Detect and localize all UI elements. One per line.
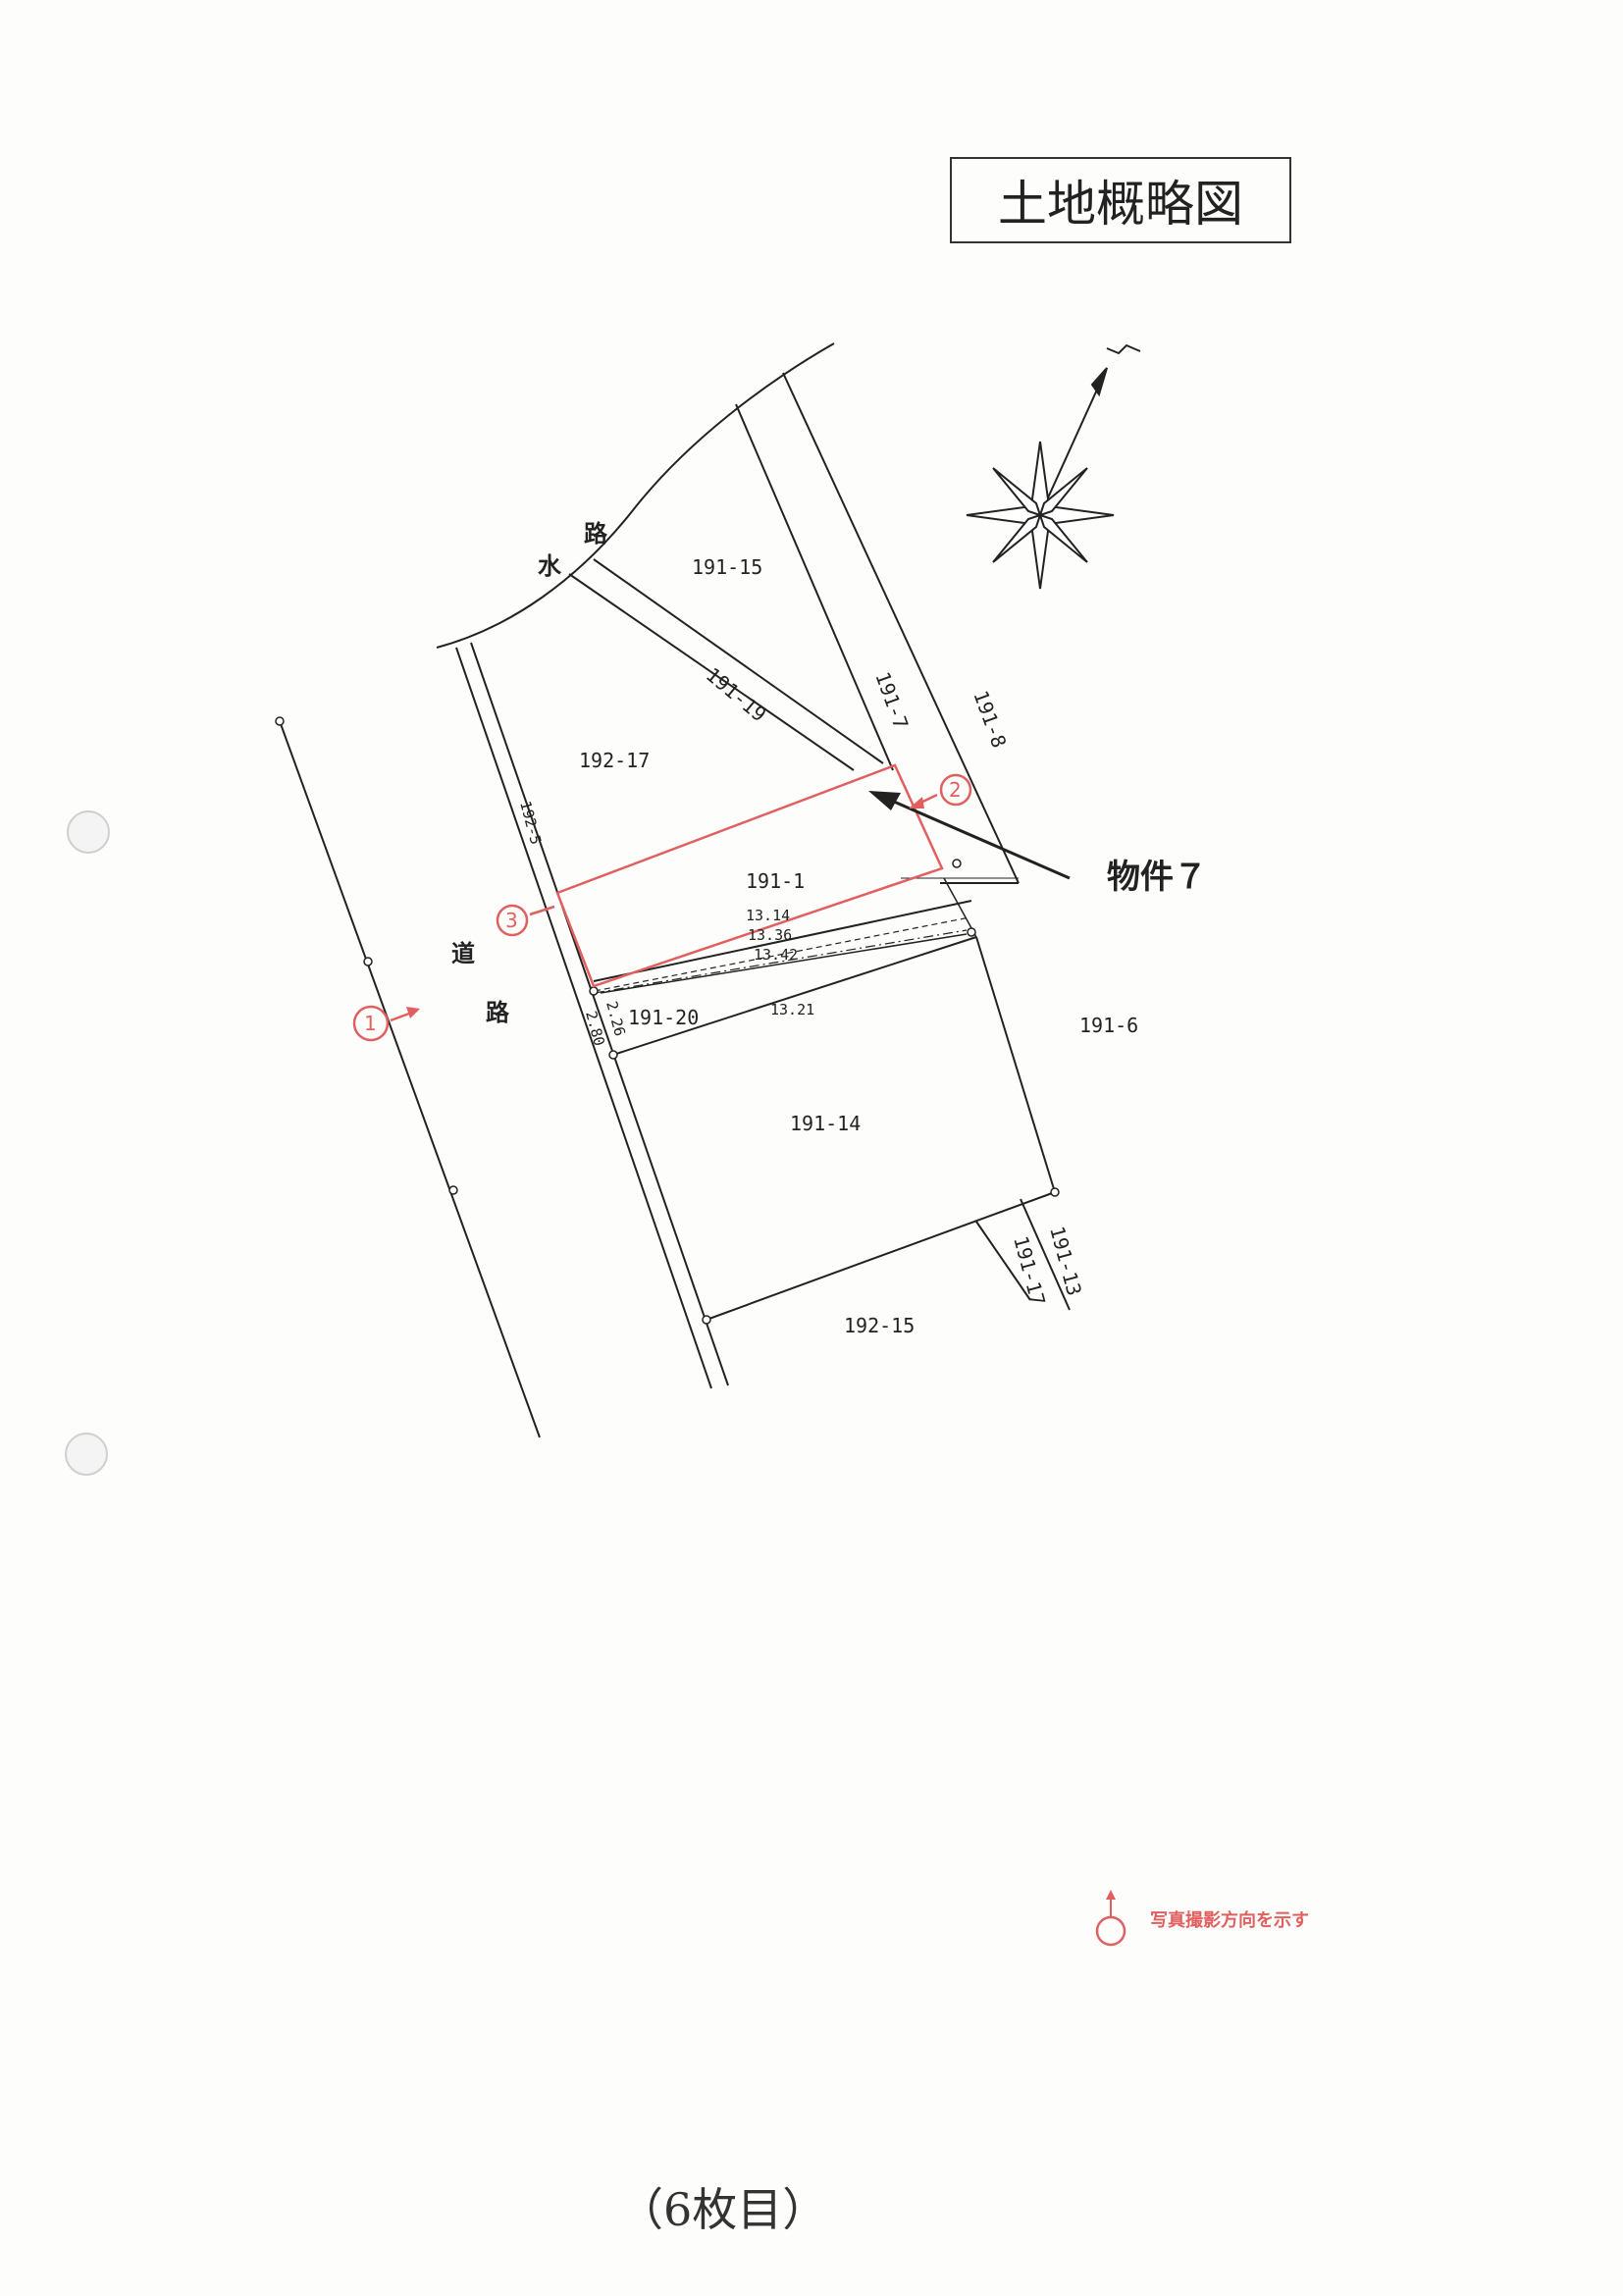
- road-edge-near-2: [470, 642, 729, 1386]
- parcel-192-15: 192-15: [844, 1314, 915, 1337]
- measure-13-36: 13.36: [748, 926, 792, 944]
- parcel-191-13: 191-13: [1045, 1224, 1086, 1298]
- property-label: 物件７: [1107, 858, 1207, 897]
- measure-13-21: 13.21: [770, 1001, 814, 1018]
- parcel-192-17: 192-17: [579, 749, 650, 772]
- parcel-191-1: 191-1: [746, 869, 805, 893]
- parcel-191-14: 191-14: [790, 1112, 861, 1135]
- parcel-191-15: 191-15: [692, 555, 762, 579]
- measure-2-80: 2.80: [582, 1009, 608, 1048]
- parcel-191-20: 191-20: [628, 1006, 699, 1029]
- property-outline: [555, 763, 944, 988]
- road-edge-far: [279, 720, 541, 1438]
- road-edge-near-1: [455, 647, 712, 1389]
- compass-icon: [966, 343, 1141, 590]
- photo-direction-legend-icon: [1095, 1890, 1126, 1947]
- waterway-line: [436, 342, 835, 649]
- parcel-191-7: 191-7: [870, 669, 913, 733]
- photo-direction-legend-text: 写真撮影方向を示す: [1150, 1910, 1309, 1931]
- parcel-192-5: 192-5: [516, 799, 545, 846]
- photo-marker-2: 2: [909, 773, 972, 809]
- photo-marker-3: 3: [496, 904, 555, 937]
- punch-hole-bottom: [65, 1433, 108, 1476]
- parcel-191-19: 191-19: [702, 662, 771, 726]
- road-label-1: 道: [451, 940, 475, 967]
- measure-13-14: 13.14: [746, 907, 790, 924]
- photo-marker-1: 1: [352, 1005, 420, 1042]
- svg-text:3: 3: [505, 909, 518, 932]
- photo-direction-legend: 写真撮影方向を示す: [1091, 1890, 1309, 1949]
- parcel-191-6: 191-6: [1079, 1014, 1138, 1037]
- measure-13-42: 13.42: [754, 946, 798, 964]
- parcel-191-17: 191-17: [1009, 1233, 1050, 1308]
- waterway-label-2: 路: [584, 520, 608, 548]
- property-arrow: [877, 793, 1071, 880]
- road-label-2: 路: [486, 999, 510, 1026]
- punch-hole-top: [67, 810, 110, 854]
- page-title: 土地概略図: [950, 157, 1291, 243]
- waterway-label-1: 水: [538, 552, 562, 580]
- parcel-191-8: 191-8: [969, 688, 1011, 752]
- svg-text:2: 2: [949, 778, 962, 802]
- page-number: （6枚目）: [618, 2183, 828, 2236]
- svg-text:1: 1: [364, 1012, 377, 1035]
